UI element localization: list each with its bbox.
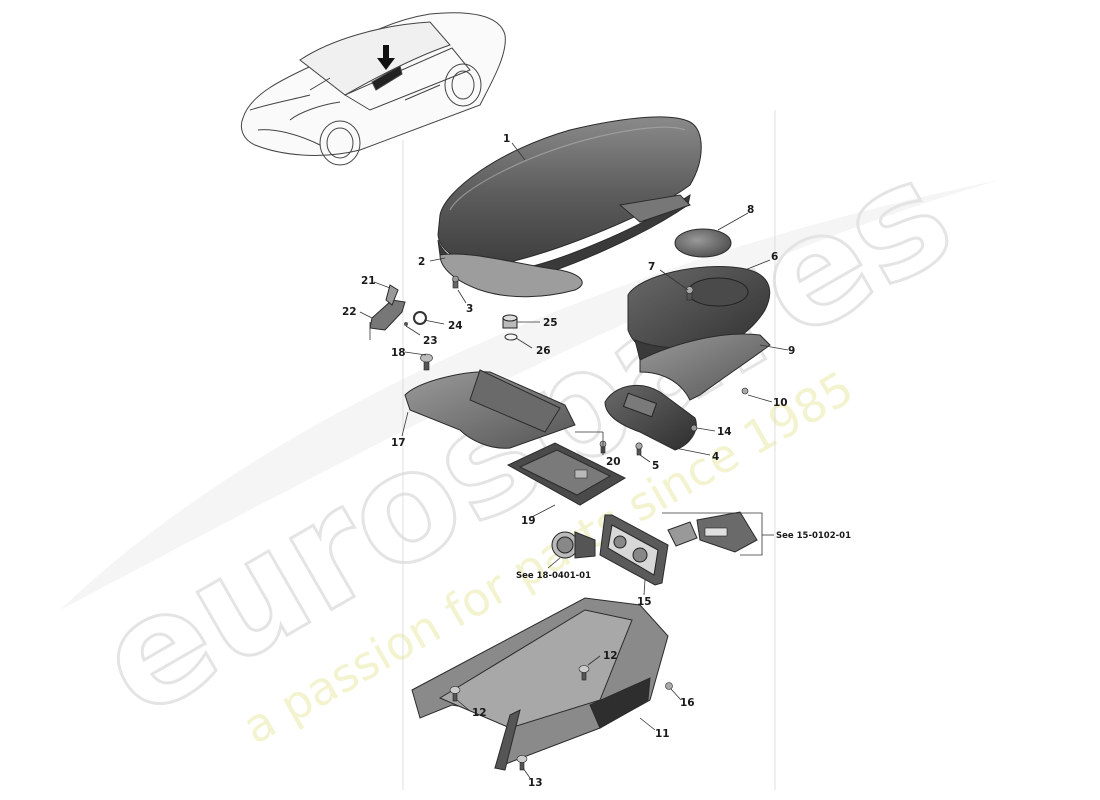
screw-7: [685, 286, 694, 301]
callout-labels: 1 2 3 4 5 6 7 8 9 10 11 12 12 13 14 15 1…: [342, 133, 795, 789]
callout-5: 5: [652, 460, 659, 472]
callout-20: 20: [606, 456, 621, 468]
callout-8: 8: [747, 204, 754, 216]
callout-2: 2: [418, 256, 425, 268]
screw-12a: [449, 686, 461, 702]
callout-10: 10: [773, 397, 788, 409]
callout-17: 17: [391, 437, 406, 449]
callout-9: 9: [788, 345, 795, 357]
power-socket: [551, 531, 596, 559]
callout-1: 1: [503, 133, 510, 145]
o-ring-26: [504, 333, 518, 341]
side-trim: [639, 333, 771, 401]
screw-5: [635, 442, 643, 456]
reference-18-0401-01: See 18-0401-01: [516, 571, 591, 581]
cap-disc: [674, 228, 732, 258]
callout-26: 26: [536, 345, 551, 357]
callout-19: 19: [521, 515, 536, 527]
callout-18: 18: [391, 347, 406, 359]
callout-25: 25: [543, 317, 558, 329]
screw-18: [420, 353, 433, 371]
washer-24: [413, 311, 427, 325]
callout-23: 23: [423, 335, 438, 347]
reference-notes: See 18-0401-01 See 15-0102-01: [516, 531, 851, 581]
car-location-illustration: [241, 12, 506, 166]
mounting-bracket: [404, 369, 576, 449]
callout-16: 16: [680, 697, 695, 709]
storage-tray: [506, 442, 627, 506]
screw-12b: [578, 665, 590, 681]
callout-24: 24: [448, 320, 463, 332]
reference-15-0102-01: See 15-0102-01: [776, 531, 851, 541]
callout-14: 14: [717, 426, 732, 438]
callout-22: 22: [342, 306, 357, 318]
screw-14: [690, 424, 698, 432]
lid-base-plate: [439, 194, 691, 298]
switch-bezel: [599, 514, 669, 586]
console-base-frame: [411, 597, 669, 771]
callout-15: 15: [637, 596, 652, 608]
screw-10: [741, 387, 749, 395]
latch-mechanism: [604, 384, 697, 451]
screw-16: [665, 682, 673, 690]
clip-bracket: [369, 284, 406, 331]
bushing-25: [502, 314, 518, 329]
callout-7: 7: [648, 261, 655, 273]
callout-12b: 12: [603, 650, 618, 662]
callout-6: 6: [771, 251, 778, 263]
callout-11: 11: [655, 728, 670, 740]
guide-lines: [402, 110, 776, 790]
callout-3: 3: [466, 303, 473, 315]
connector-modules: [662, 511, 763, 556]
washer-23: [404, 322, 408, 326]
leader-lines: [359, 142, 789, 779]
callout-12a: 12: [472, 707, 487, 719]
screw-3: [452, 275, 459, 289]
callout-21: 21: [361, 275, 376, 287]
callout-13: 13: [528, 777, 543, 789]
callout-4: 4: [712, 451, 719, 463]
screw-13: [516, 755, 528, 771]
